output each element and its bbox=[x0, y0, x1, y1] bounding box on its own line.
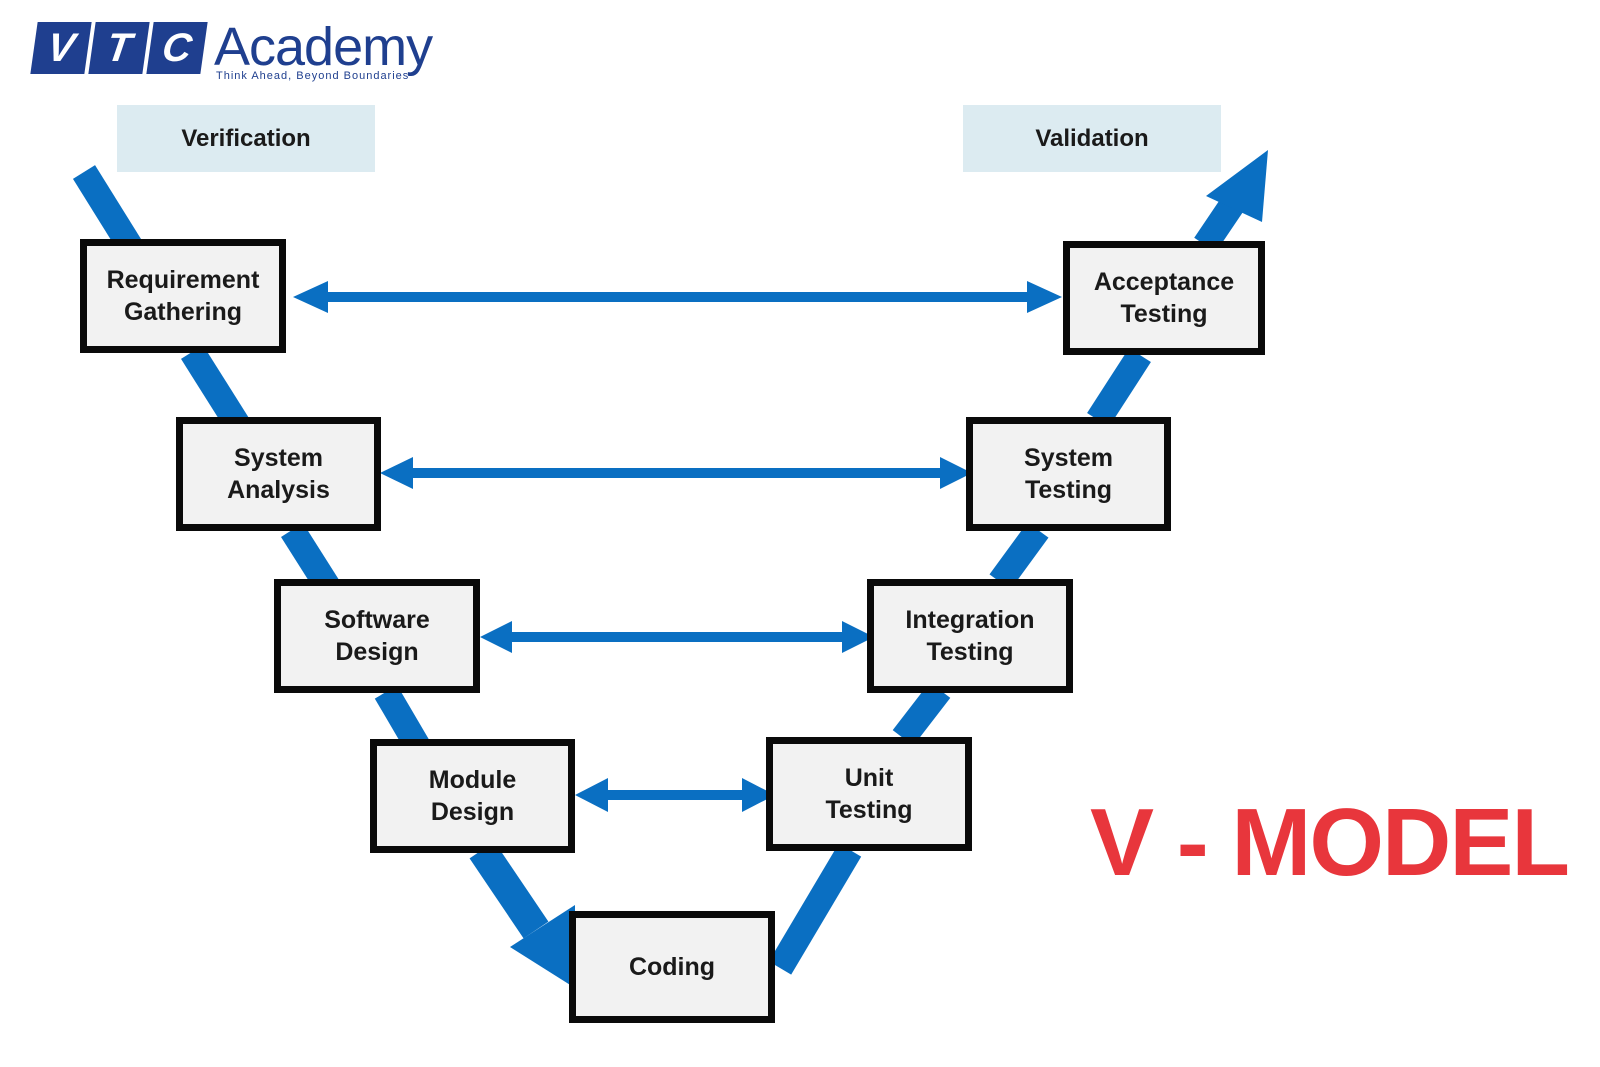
right-arrowhead-icon bbox=[940, 457, 972, 489]
down-arrowhead-icon bbox=[510, 905, 575, 988]
right-leg-segment bbox=[1194, 197, 1243, 253]
right-arrowhead-icon bbox=[842, 621, 874, 653]
link-requirement-acceptance bbox=[293, 281, 1062, 313]
validation-label: Validation bbox=[963, 105, 1221, 172]
box-coding: Coding bbox=[569, 911, 775, 1023]
logo-word: Academy bbox=[214, 17, 433, 77]
v-model-title: V - MODEL bbox=[1090, 789, 1570, 896]
link-module-unit bbox=[575, 778, 775, 812]
box-unit-testing: Unit Testing bbox=[766, 737, 972, 851]
right-leg-segment bbox=[1087, 347, 1151, 428]
left-arrowhead-icon bbox=[480, 621, 512, 653]
box-module-design: Module Design bbox=[370, 739, 575, 853]
right-leg-segment bbox=[989, 522, 1049, 590]
logo-letter: C bbox=[146, 22, 208, 74]
left-arrowhead-icon bbox=[575, 778, 608, 812]
left-leg-segment bbox=[181, 345, 249, 432]
box-integration-testing: Integration Testing bbox=[867, 579, 1073, 693]
right-arrowhead-icon bbox=[1027, 281, 1062, 313]
left-leg-segment bbox=[469, 841, 549, 939]
up-arrowhead-icon bbox=[1206, 150, 1268, 222]
box-requirement-gathering: Requirement Gathering bbox=[80, 239, 286, 353]
left-arrowhead-icon bbox=[293, 281, 328, 313]
box-acceptance-testing: Acceptance Testing bbox=[1063, 241, 1265, 355]
box-software-design: Software Design bbox=[274, 579, 480, 693]
right-arrowhead-icon bbox=[742, 778, 775, 812]
verification-label: Verification bbox=[117, 105, 375, 172]
vtc-academy-logo: V T C Academy Think Ahead, Beyond Bounda… bbox=[30, 17, 433, 82]
left-arrowhead-icon bbox=[380, 457, 413, 489]
right-leg-segment bbox=[768, 843, 862, 975]
logo-tagline: Think Ahead, Beyond Boundaries bbox=[216, 70, 410, 82]
box-system-testing: System Testing bbox=[966, 417, 1171, 531]
link-analysis-system-testing bbox=[380, 457, 972, 489]
logo-letter: T bbox=[88, 22, 150, 74]
right-leg-segment bbox=[892, 682, 951, 746]
link-design-integration bbox=[480, 621, 874, 653]
box-system-analysis: System Analysis bbox=[176, 417, 381, 531]
logo-letter: V bbox=[30, 22, 92, 74]
